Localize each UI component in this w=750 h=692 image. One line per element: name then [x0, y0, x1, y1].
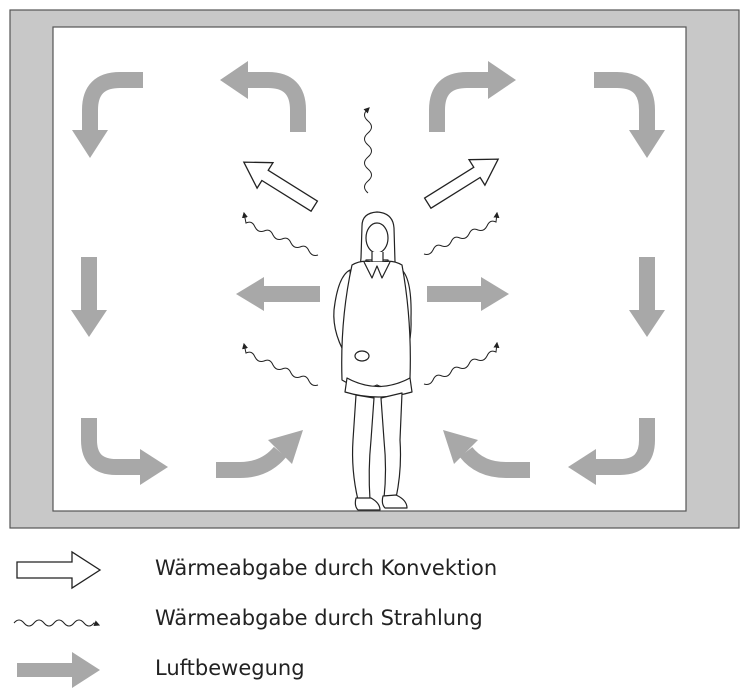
legend-label-air-movement: Luftbewegung: [155, 656, 305, 680]
convection-arrows: [242, 158, 500, 213]
person-face: [365, 222, 389, 254]
air-arrow-bottom-right-outer: [594, 418, 655, 475]
filled-gray-arrow-icon: [17, 652, 100, 688]
convection-arrow-right: [423, 158, 500, 210]
air-arrow-head: [268, 430, 303, 464]
radiation-arrow-up: [363, 107, 372, 194]
air-arrow-head: [72, 130, 108, 158]
person-right-shoe: [381, 494, 408, 509]
air-arrow-head: [236, 277, 264, 311]
radiation-arrow-lower-left: [242, 342, 319, 386]
air-arrow-bottom-left-inner: [216, 446, 287, 478]
person-left-shoe: [354, 497, 381, 511]
air-arrow-top-left-outer: [82, 72, 143, 132]
radiation-arrows: [241, 107, 500, 386]
air-arrow-top-left-inner: [246, 72, 306, 132]
room-diagram: [9, 9, 740, 529]
radiation-arrow-lower-right: [423, 341, 500, 385]
wavy-arrow-icon: [13, 619, 101, 627]
outlined-arrow-icon: [16, 550, 102, 590]
legend-label-radiation: Wärmeabgabe durch Strahlung: [155, 606, 483, 630]
air-arrow-head: [481, 277, 509, 311]
person-collar: [363, 261, 391, 279]
legend-item-air-movement: Luftbewegung: [0, 648, 750, 692]
person-hand: [354, 350, 370, 362]
legend-label-convection: Wärmeabgabe durch Konvektion: [155, 556, 498, 580]
air-arrow-head: [220, 61, 248, 99]
air-arrow-top-right-inner: [429, 72, 490, 132]
air-arrow-head: [488, 61, 516, 99]
air-arrow-head: [629, 310, 665, 337]
person-top: [341, 260, 411, 389]
air-arrow-head: [140, 449, 168, 485]
air-arrow-bottom-left-outer: [81, 418, 142, 475]
air-arrow-head: [71, 310, 107, 337]
air-arrow-head: [443, 430, 478, 464]
air-arrow-head: [568, 449, 596, 485]
air-arrow-bottom-right-inner: [459, 446, 530, 478]
radiation-arrow-upper-left: [241, 211, 319, 256]
legend-item-convection: Wärmeabgabe durch Konvektion: [0, 548, 750, 592]
legend-item-radiation: Wärmeabgabe durch Strahlung: [0, 598, 750, 642]
person-figure: [333, 211, 413, 511]
air-movement-arrows: [81, 72, 655, 478]
convection-arrow-left: [242, 161, 319, 213]
air-arrow-top-right-outer: [594, 72, 655, 132]
air-arrow-head: [629, 130, 665, 158]
radiation-arrow-upper-right: [423, 211, 500, 255]
person-neck: [371, 252, 384, 263]
